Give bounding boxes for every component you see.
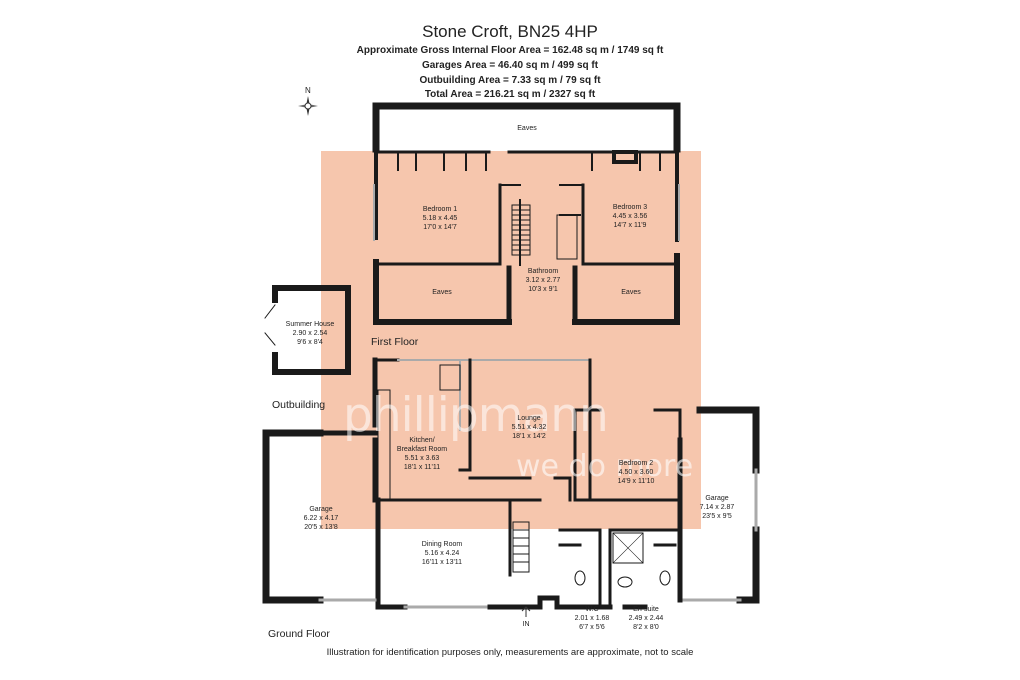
highlight-overlay <box>321 151 701 529</box>
entrance-label: IN <box>522 621 530 628</box>
watermark-tagline: we do more <box>516 449 694 484</box>
compass-rose-icon: N <box>296 86 324 122</box>
compass-star-icon <box>298 96 318 116</box>
room-eaves-top: Eaves <box>517 125 537 132</box>
total-area: Total Area = 216.21 sq m / 2327 sq ft <box>424 89 596 100</box>
outbuilding-area: Outbuilding Area = 7.33 sq m / 79 sq ft <box>419 75 601 86</box>
compass-north-label: N <box>305 86 311 95</box>
first-floor-label: First Floor <box>371 336 419 348</box>
room-eaves-left: Eaves <box>432 289 452 296</box>
first-floor-right-wall <box>572 253 680 325</box>
watermark-brand: phillipmann <box>343 388 609 443</box>
garages-area: Garages Area = 46.40 sq m / 499 sq ft <box>421 60 599 71</box>
summer-house-walls <box>272 285 351 375</box>
outbuilding-label: Outbuilding <box>272 399 326 411</box>
ground-floor-label: Ground Floor <box>268 628 330 640</box>
property-title: Stone Croft, BN25 4HP <box>422 22 598 41</box>
entrance-arrow-icon <box>521 606 531 617</box>
right-garage-walls <box>696 406 760 474</box>
room-eaves-right: Eaves <box>621 289 641 296</box>
eaves-top-wall <box>372 102 681 153</box>
gross-internal-area: Approximate Gross Internal Floor Area = … <box>356 45 664 56</box>
left-garage-walls <box>262 429 324 604</box>
first-floor-left-wall <box>373 259 512 325</box>
disclaimer: Illustration for identification purposes… <box>326 647 694 658</box>
